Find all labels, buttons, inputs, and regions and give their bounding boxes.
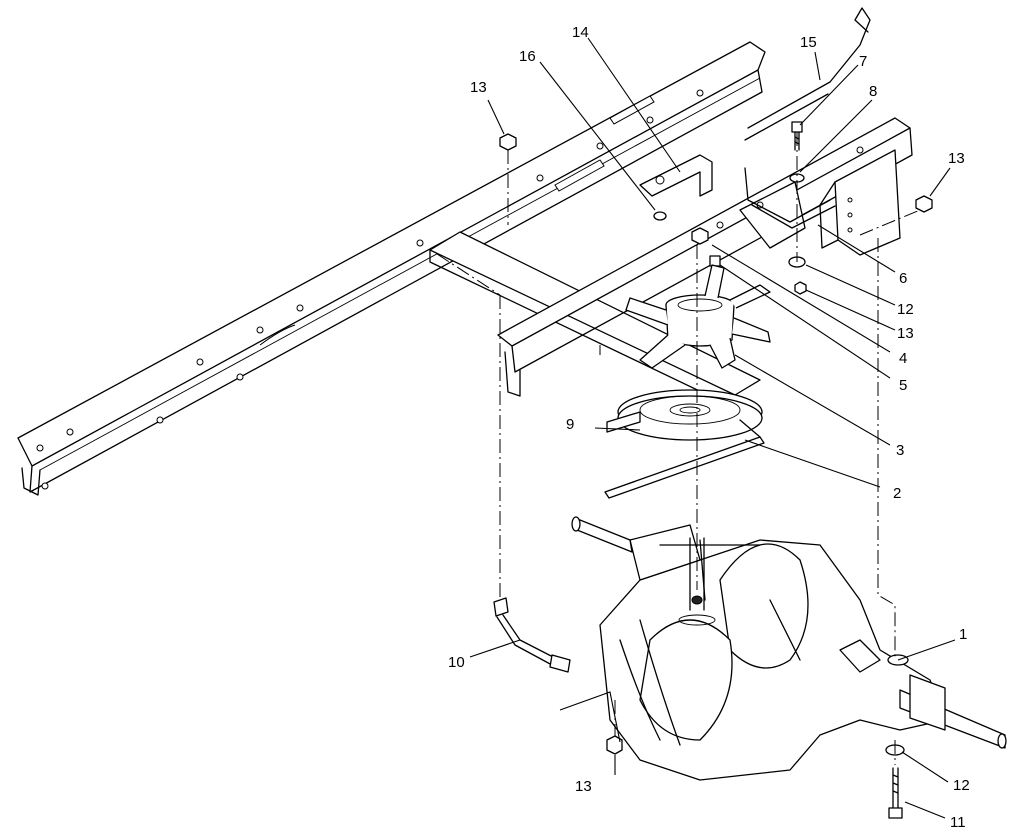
callout-4: 4 (899, 350, 907, 367)
callout-16: 16 (519, 48, 536, 65)
fastener-13-top-right (915, 195, 933, 213)
support-bracket (639, 154, 713, 197)
callout-13-top-right: 13 (948, 150, 965, 167)
fastener-16-washer (653, 211, 667, 221)
fastener-4-nut (691, 227, 709, 245)
callout-8: 8 (869, 83, 877, 100)
brake-rod (744, 7, 871, 141)
callout-15: 15 (800, 34, 817, 51)
callout-12-bottom: 12 (953, 777, 970, 794)
callout-6: 6 (899, 270, 907, 287)
callout-12-top: 12 (897, 301, 914, 318)
callout-2: 2 (893, 485, 901, 502)
drive-pulley (617, 389, 763, 441)
callout-11: 11 (950, 814, 966, 831)
callout-7: 7 (859, 53, 867, 70)
fastener-13-top-left (499, 133, 517, 151)
assembly-center-lines (436, 132, 921, 765)
fastener-13-nut-mid (794, 281, 807, 295)
cooling-fan (625, 264, 771, 369)
leader-lines (469, 37, 956, 819)
callout-10: 10 (448, 654, 465, 671)
callout-13-top-left: 13 (470, 79, 487, 96)
callout-5: 5 (899, 377, 907, 394)
brake-link (744, 167, 836, 229)
callout-3: 3 (896, 442, 904, 459)
callout-9: 9 (566, 416, 574, 433)
hose-fitting (493, 597, 571, 673)
transaxle-assembly (571, 516, 1007, 781)
left-frame-rail (17, 41, 766, 496)
callout-13-bottom: 13 (575, 778, 592, 795)
callout-1: 1 (959, 626, 967, 643)
callout-labels: 1 2 3 4 5 6 7 8 9 10 11 12 12 13 13 13 1… (448, 24, 970, 831)
callout-13-mid: 13 (897, 325, 914, 342)
callout-14: 14 (572, 24, 589, 41)
fastener-11-bolt (888, 767, 903, 819)
